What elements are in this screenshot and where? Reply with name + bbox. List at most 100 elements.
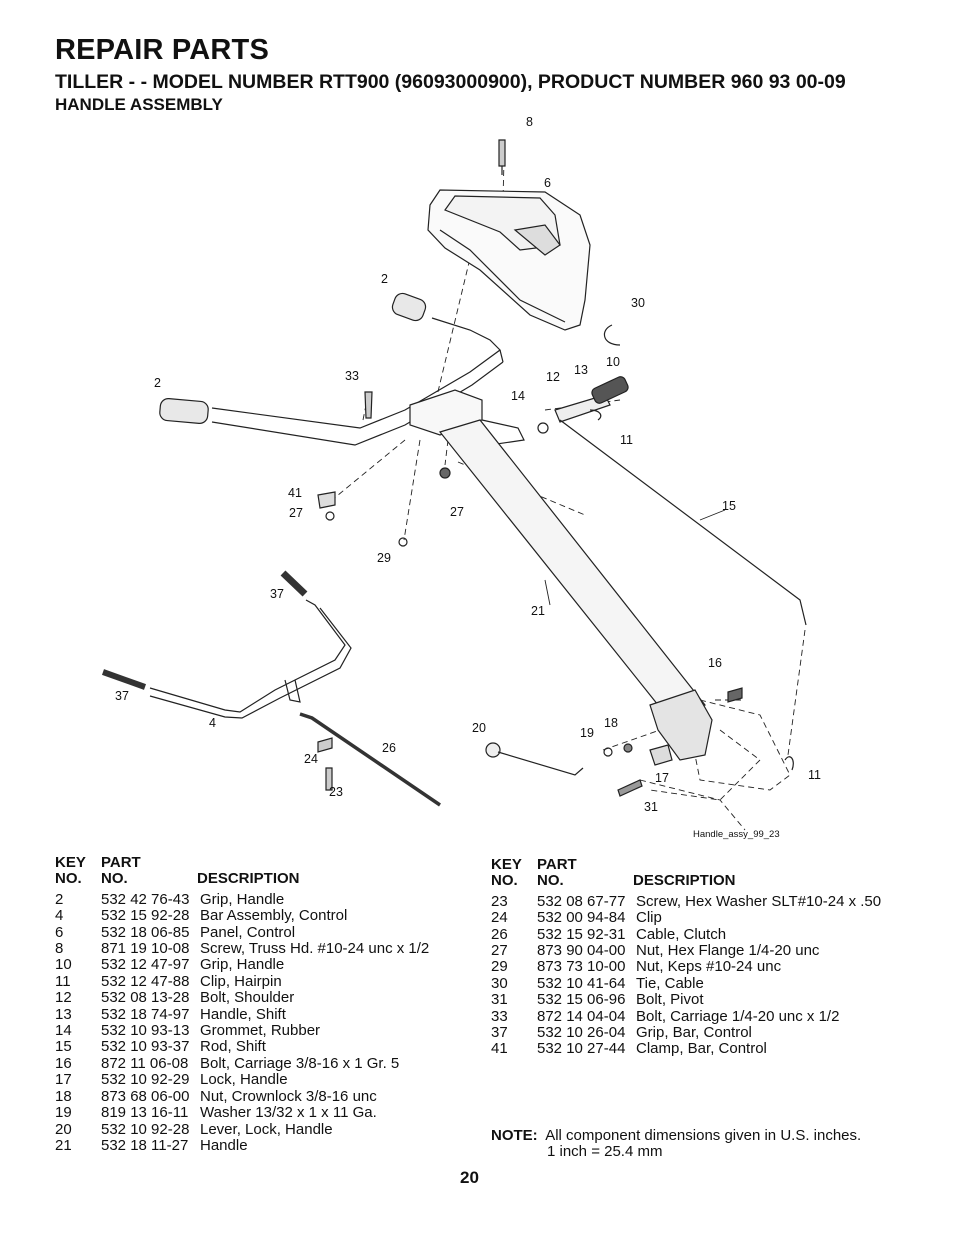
callout-labels: 8 6 2 30 10 13 12 14 11 2 33 41 27 27 15… bbox=[115, 115, 821, 814]
part-key-number: 41 bbox=[491, 1040, 508, 1058]
table-row: 21 532 18 11-27 Handle bbox=[55, 1136, 429, 1154]
handle-assembly-diagram: 8 6 2 30 10 13 12 14 11 2 33 41 27 27 15… bbox=[101, 115, 821, 840]
callout-label: 37 bbox=[270, 587, 284, 601]
section-heading: HANDLE ASSEMBLY bbox=[55, 95, 223, 114]
part-number: 532 12 47-88 bbox=[101, 972, 190, 990]
part-header-line1: PART bbox=[101, 854, 141, 871]
part-key-number: 30 bbox=[491, 974, 508, 992]
callout-label: 27 bbox=[289, 506, 303, 520]
part-description: Washer 13/32 x 1 x 11 Ga. bbox=[200, 1104, 377, 1122]
part-number: 532 18 11-27 bbox=[101, 1136, 189, 1154]
part-description: Tie, Cable bbox=[636, 974, 704, 992]
part-key-number: 37 bbox=[491, 1024, 508, 1042]
callout-label: 19 bbox=[580, 726, 594, 740]
part-number: 532 10 26-04 bbox=[537, 1024, 626, 1042]
part-description: Rod, Shift bbox=[200, 1038, 266, 1056]
callout-label: 18 bbox=[604, 716, 618, 730]
callout-label: 2 bbox=[154, 376, 161, 390]
part-key-number: 12 bbox=[55, 989, 72, 1007]
key-header-line2: NO. bbox=[55, 870, 82, 888]
part-description: Nut, Hex Flange 1/4-20 unc bbox=[636, 942, 820, 960]
callout-label: 16 bbox=[708, 656, 722, 670]
model-subtitle: TILLER - - MODEL NUMBER RTT900 (96093000… bbox=[55, 71, 846, 93]
callout-label: 37 bbox=[115, 689, 129, 703]
part-key-number: 20 bbox=[55, 1120, 72, 1138]
part-number: 532 12 47-97 bbox=[101, 956, 190, 974]
part-key-number: 17 bbox=[55, 1071, 72, 1089]
part-description: Clip, Hairpin bbox=[200, 972, 282, 990]
part-key-number: 29 bbox=[491, 958, 508, 976]
part-number: 532 42 76-43 bbox=[101, 890, 190, 908]
callout-label: 11 bbox=[808, 768, 821, 782]
part-description: Handle bbox=[200, 1136, 248, 1154]
part-number: 532 10 27-44 bbox=[537, 1040, 626, 1058]
callout-label: 8 bbox=[526, 115, 533, 129]
callout-label: 29 bbox=[377, 551, 391, 565]
callout-label: 33 bbox=[345, 369, 359, 383]
note-label: NOTE: bbox=[491, 1127, 538, 1144]
description-header: DESCRIPTION bbox=[633, 857, 736, 890]
part-key-number: 21 bbox=[55, 1136, 72, 1154]
callout-label: 15 bbox=[722, 499, 736, 513]
key-header-line2: NO. bbox=[491, 872, 518, 890]
callout-label: 11 bbox=[620, 433, 633, 447]
key-header-line1: KEY bbox=[55, 854, 86, 871]
part-key-number: 24 bbox=[491, 909, 508, 927]
callout-label: 14 bbox=[511, 389, 525, 403]
part-number: 532 10 92-28 bbox=[101, 1120, 190, 1138]
part-key-number: 16 bbox=[55, 1054, 72, 1072]
part-number: 873 73 10-00 bbox=[537, 958, 626, 976]
callout-label: 27 bbox=[450, 505, 464, 519]
part-number: 532 15 92-28 bbox=[101, 907, 190, 925]
part-key-number: 6 bbox=[55, 923, 64, 941]
note-line2: 1 inch = 25.4 mm bbox=[547, 1143, 663, 1160]
part-number: 532 18 06-85 bbox=[101, 923, 190, 941]
part-description: Screw, Truss Hd. #10-24 unc x 1/2 bbox=[200, 940, 430, 958]
part-description: Nut, Keps #10-24 unc bbox=[636, 958, 782, 976]
part-description: Nut, Crownlock 3/8-16 unc bbox=[200, 1087, 377, 1105]
part-description: Bolt, Carriage 1/4-20 unc x 1/2 bbox=[636, 1007, 840, 1025]
part-number: 873 90 04-00 bbox=[537, 942, 626, 960]
part-description: Grip, Bar, Control bbox=[636, 1024, 752, 1042]
note-line1: All component dimensions given in U.S. i… bbox=[545, 1127, 862, 1144]
part-number: 532 10 93-37 bbox=[101, 1038, 190, 1056]
callout-label: 10 bbox=[606, 355, 620, 369]
callout-label: 13 bbox=[574, 363, 588, 377]
part-number: 532 10 93-13 bbox=[101, 1022, 190, 1040]
part-description: Bolt, Shoulder bbox=[200, 989, 295, 1007]
part-key-number: 15 bbox=[55, 1038, 72, 1056]
callout-label: 31 bbox=[644, 800, 658, 814]
part-description: Cable, Clutch bbox=[636, 925, 727, 943]
part-key-number: 14 bbox=[55, 1022, 72, 1040]
callout-label: 41 bbox=[288, 486, 302, 500]
part-description: Clamp, Bar, Control bbox=[636, 1040, 767, 1058]
page-number: 20 bbox=[460, 1168, 479, 1187]
part-number: 872 14 04-04 bbox=[537, 1007, 626, 1025]
part-key-number: 10 bbox=[55, 956, 72, 974]
callout-label: 20 bbox=[472, 721, 486, 735]
part-key-number: 18 bbox=[55, 1087, 72, 1105]
description-header-label: DESCRIPTION bbox=[633, 872, 736, 890]
table-row: 29 873 73 10-00 Nut, Keps #10-24 unc bbox=[491, 958, 881, 976]
callout-label: 26 bbox=[382, 741, 396, 755]
part-key-number: 2 bbox=[55, 890, 64, 908]
